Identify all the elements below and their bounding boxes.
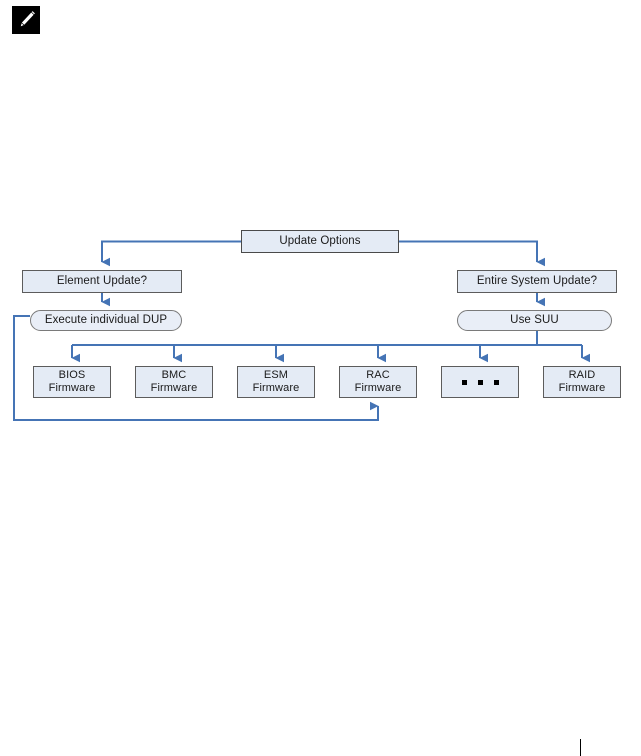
ellipsis-icon — [461, 379, 499, 385]
node-esm-firmware-line1: ESM — [263, 369, 289, 381]
node-raid-firmware-label: RAID Firmware — [559, 369, 606, 395]
node-bios-firmware-line2: Firmware — [48, 382, 96, 394]
node-bmc-firmware-line1: BMC — [161, 369, 187, 381]
node-use-suu-label: Use SUU — [510, 314, 559, 326]
ellipsis-dot — [461, 379, 467, 385]
node-update-options[interactable]: Update Options — [241, 230, 399, 253]
page-margin-rule — [580, 739, 581, 756]
node-element-update[interactable]: Element Update? — [22, 270, 182, 293]
node-rac-firmware-label: RAC Firmware — [355, 369, 402, 395]
node-rac-firmware-line2: Firmware — [354, 382, 402, 394]
node-raid-firmware[interactable]: RAID Firmware — [543, 366, 621, 398]
edge-update-options-to-element-update — [101, 240, 241, 267]
node-execute-individual-dup-label: Execute individual DUP — [44, 314, 168, 326]
node-use-suu[interactable]: Use SUU — [457, 310, 612, 331]
node-esm-firmware[interactable]: ESM Firmware — [237, 366, 315, 398]
node-more-firmware[interactable] — [441, 366, 519, 398]
node-rac-firmware-line1: RAC — [366, 369, 390, 381]
node-raid-firmware-line1: RAID — [568, 369, 596, 381]
node-bmc-firmware[interactable]: BMC Firmware — [135, 366, 213, 398]
pencil-note-icon — [12, 6, 40, 34]
node-raid-firmware-line2: Firmware — [558, 382, 606, 394]
node-bios-firmware[interactable]: BIOS Firmware — [33, 366, 111, 398]
node-element-update-label: Element Update? — [56, 275, 148, 287]
node-entire-system-update-label: Entire System Update? — [476, 275, 598, 287]
node-bmc-firmware-line2: Firmware — [150, 382, 198, 394]
node-esm-firmware-label: ESM Firmware — [253, 369, 300, 395]
edge-execute-dup-loopback-to-rac — [13, 315, 379, 421]
edge-update-options-to-entire-system-update — [399, 240, 545, 267]
node-entire-system-update[interactable]: Entire System Update? — [457, 270, 617, 293]
node-update-options-label: Update Options — [279, 235, 361, 247]
node-rac-firmware[interactable]: RAC Firmware — [339, 366, 417, 398]
node-bios-firmware-line1: BIOS — [58, 369, 86, 381]
ellipsis-dot — [477, 379, 483, 385]
ellipsis-dot — [493, 379, 499, 385]
node-bios-firmware-label: BIOS Firmware — [49, 369, 96, 395]
node-esm-firmware-line2: Firmware — [252, 382, 300, 394]
node-execute-individual-dup[interactable]: Execute individual DUP — [30, 310, 182, 331]
node-bmc-firmware-label: BMC Firmware — [151, 369, 198, 395]
